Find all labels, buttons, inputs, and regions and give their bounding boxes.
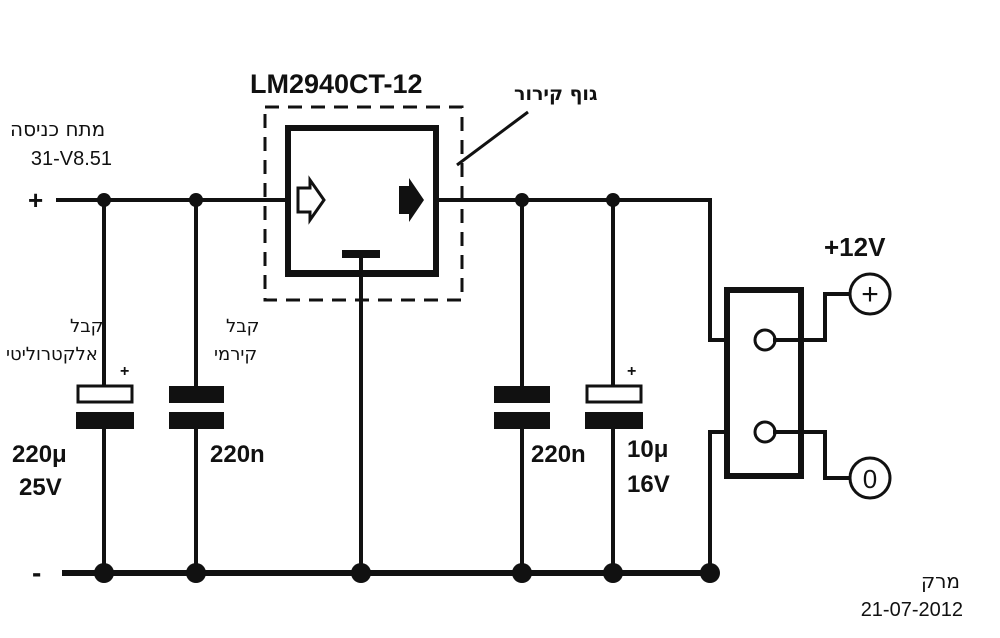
terminal-screw-positive xyxy=(753,328,777,352)
c4-value: 10μ xyxy=(627,436,668,463)
c2-type-line2: קירמי xyxy=(214,344,257,365)
terminal-block xyxy=(708,272,892,575)
input-minus-sign: - xyxy=(32,557,41,588)
c3-value: 220n xyxy=(531,441,586,468)
regulator-part-label: LM2940CT-12 xyxy=(250,69,423,99)
terminal-screw-zero xyxy=(753,420,777,444)
capacitor-c3 xyxy=(494,198,550,575)
input-plus-sign: + xyxy=(28,185,43,215)
output-zero-symbol: 0 xyxy=(863,464,877,494)
output-voltage-label: +12V xyxy=(824,232,886,262)
output-arrow-icon xyxy=(399,178,424,222)
c1-value: 220μ xyxy=(12,441,67,468)
c1-polarity: + xyxy=(120,363,129,380)
input-arrow-icon xyxy=(296,175,326,225)
junction-nodes xyxy=(94,193,720,583)
heatsink-label: גוף קירור xyxy=(514,83,597,105)
c1-type-line1: קבל xyxy=(70,316,103,337)
capacitor-c1 xyxy=(76,198,134,575)
input-voltage-range: 15.8V-13 xyxy=(31,148,112,170)
c2-type-line1: קבל xyxy=(226,316,259,337)
heatsink-outline xyxy=(263,105,464,302)
author-date: 21-07-2012 xyxy=(861,599,963,621)
voltage-regulator xyxy=(263,105,529,575)
c1-type-line2: אלקטרוליטי xyxy=(6,344,98,365)
output-plus-symbol: + xyxy=(861,278,879,311)
input-voltage-label: מתח כניסה xyxy=(10,117,105,141)
output-zero-circle xyxy=(848,456,892,500)
capacitor-c2 xyxy=(169,198,224,575)
author-name: מרק xyxy=(921,569,960,593)
c2-value: 220n xyxy=(210,441,265,468)
capacitor-c4 xyxy=(585,198,643,575)
c4-voltage: 16V xyxy=(627,471,670,498)
c4-polarity: + xyxy=(627,363,636,380)
output-plus-circle xyxy=(848,272,892,316)
heatsink-leader xyxy=(456,110,529,167)
c1-voltage: 25V xyxy=(19,474,62,501)
